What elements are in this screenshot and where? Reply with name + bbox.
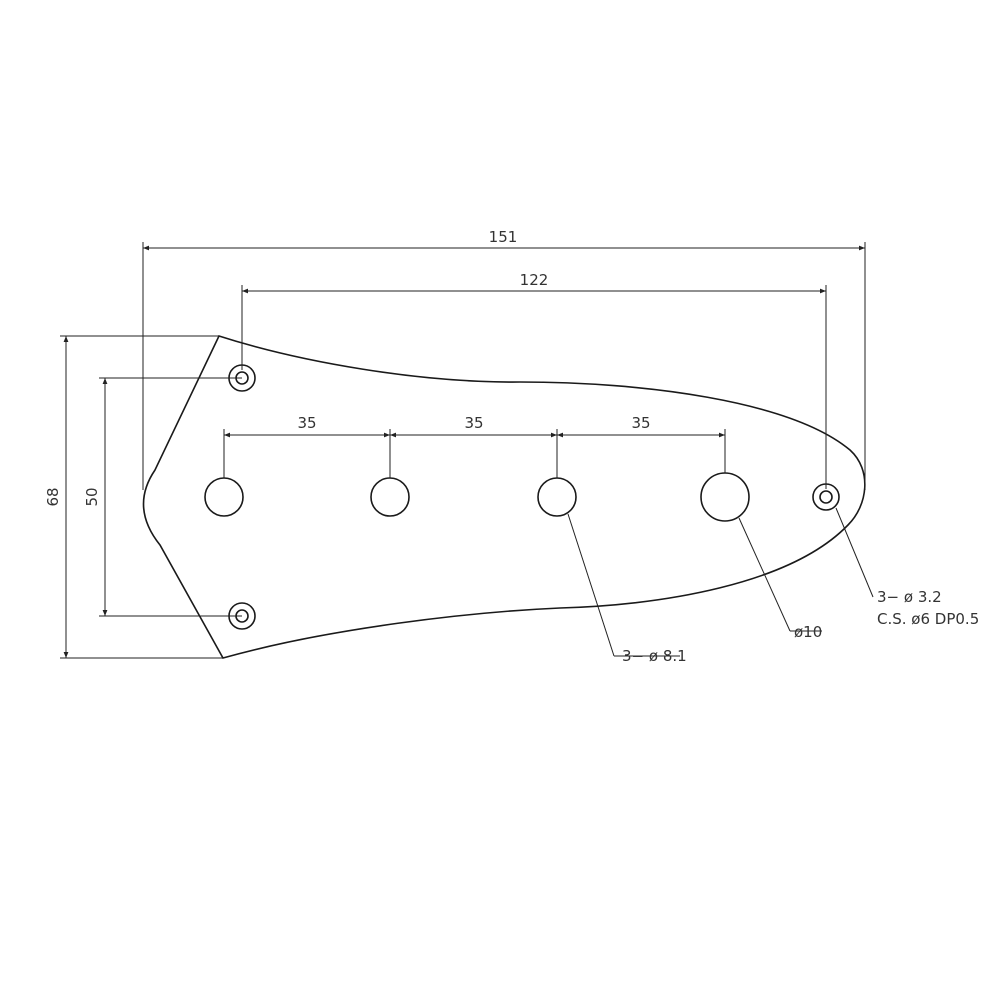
mount-holes-label-line2: C.S. ø6 DP0.5 bbox=[877, 610, 979, 628]
callout-mount-holes: 3− ø 3.2 C.S. ø6 DP0.5 bbox=[835, 507, 979, 628]
callout-large-hole: ø10 bbox=[738, 517, 822, 641]
small-holes-label: 3− ø 8.1 bbox=[622, 647, 687, 665]
pot-hole-1 bbox=[204, 477, 244, 517]
dimension-hole-spacing: 35 35 35 bbox=[223, 414, 726, 478]
callout-small-holes: 3− ø 8.1 bbox=[567, 513, 687, 665]
mount-holes-label-line1: 3− ø 3.2 bbox=[877, 588, 942, 606]
mount-vertical-label: 50 bbox=[83, 487, 101, 506]
pot-hole-2 bbox=[370, 477, 410, 517]
plate-outline bbox=[142, 335, 866, 659]
dimension-mount-vertical: 50 bbox=[83, 377, 242, 617]
overall-length-label: 151 bbox=[489, 228, 518, 246]
dimension-overall-height: 68 bbox=[44, 335, 223, 659]
mount-hole-right bbox=[812, 483, 840, 511]
spacing-label-2: 35 bbox=[464, 414, 483, 432]
large-hole-label: ø10 bbox=[794, 623, 822, 641]
mount-spacing-label: 122 bbox=[520, 271, 549, 289]
dimension-mount-spacing: 122 bbox=[241, 271, 827, 489]
spacing-label-3: 35 bbox=[631, 414, 650, 432]
pot-hole-3 bbox=[537, 477, 577, 517]
dimension-overall-length: 151 bbox=[142, 228, 866, 490]
spacing-label-1: 35 bbox=[297, 414, 316, 432]
switch-hole-large bbox=[700, 472, 750, 522]
overall-height-label: 68 bbox=[44, 487, 62, 506]
